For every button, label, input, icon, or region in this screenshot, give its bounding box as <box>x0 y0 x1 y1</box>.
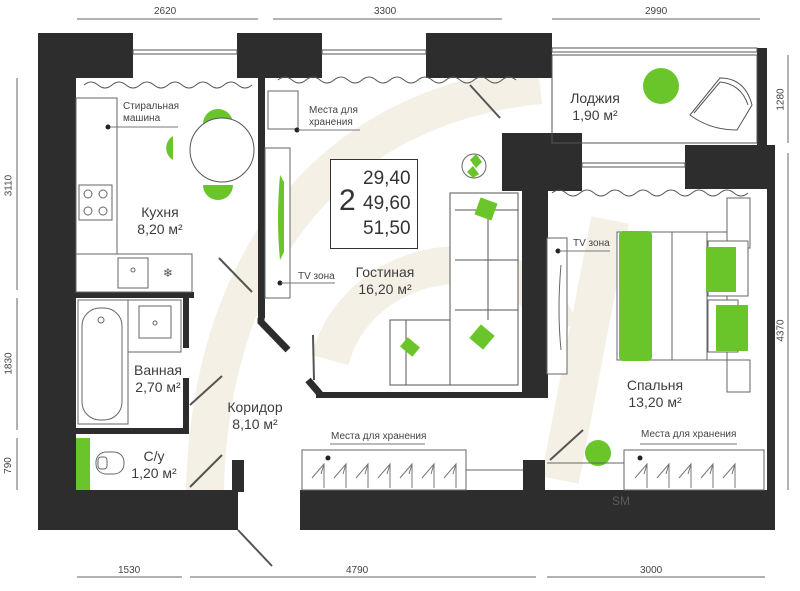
loggia-armchair <box>689 77 753 131</box>
room-wc: С/у 1,20 м² <box>124 448 184 482</box>
dim-left-2: 1830 <box>3 352 15 375</box>
storage-bedroom-label: Места для хранения <box>641 429 737 440</box>
label-line: машина <box>123 113 161 124</box>
room-name: Кухня <box>141 204 179 220</box>
living-area-value: 29,40 <box>363 168 411 189</box>
dim-right-2: 4370 <box>775 319 787 342</box>
room-area: 13,20 м² <box>628 394 682 410</box>
windows <box>132 47 758 168</box>
label-line: Места для <box>309 105 358 116</box>
tv-living <box>278 175 284 260</box>
room-loggia: Лоджия 1,90 м² <box>560 90 630 124</box>
dimension-lines <box>16 18 789 578</box>
room-area: 2,70 м² <box>135 379 181 395</box>
dim-top-2: 3300 <box>374 6 397 17</box>
room-kitchen: Кухня 8,20 м² <box>130 204 190 238</box>
tv-zone-bedroom-label: TV зона <box>573 238 610 249</box>
dim-bottom-3: 3000 <box>640 565 663 576</box>
room-area: 1,20 м² <box>131 465 177 481</box>
diagonal-wall <box>257 318 291 353</box>
area-summary: 29,40 49,60 51,50 <box>363 166 411 241</box>
room-name: Лоджия <box>570 90 620 106</box>
watermark-text: SM <box>612 494 630 508</box>
hangers-corridor <box>311 462 457 488</box>
room-name: С/у <box>143 448 165 464</box>
room-area: 1,90 м² <box>572 107 618 123</box>
wc-accent <box>76 438 90 490</box>
dim-top-3: 2990 <box>645 6 668 17</box>
label-line: Стиральная <box>123 101 180 112</box>
loggia-table <box>643 68 679 104</box>
room-area: 8,10 м² <box>232 416 278 432</box>
kitchen-table <box>166 109 255 200</box>
apartment-info-box <box>330 159 418 249</box>
room-area: 16,20 м² <box>358 281 412 297</box>
dim-top-1: 2620 <box>154 6 177 17</box>
curtains <box>83 76 749 197</box>
room-corridor: Коридор 8,10 м² <box>215 399 295 433</box>
storage-corridor-label: Места для хранения <box>331 431 427 442</box>
plant-icon <box>461 153 487 179</box>
tv-zone-living-label: TV зона <box>298 271 335 282</box>
dim-left-3: 790 <box>2 457 14 474</box>
dim-bottom-2: 4790 <box>346 565 369 576</box>
sofa-pillows <box>400 197 498 357</box>
dim-right-1: 1280 <box>775 88 787 111</box>
washing-machine-label: Стиральная машина <box>123 101 179 125</box>
label-line: хранения <box>309 117 353 128</box>
doors <box>189 84 584 567</box>
rooms-count: 2 <box>339 184 356 217</box>
storage-living-label: Места для хранения <box>309 105 358 129</box>
total-area-with-loggia-value: 51,50 <box>363 218 411 239</box>
room-bathroom: Ванная 2,70 м² <box>128 362 188 396</box>
room-living: Гостиная 16,20 м² <box>340 264 430 298</box>
bed-blanket <box>619 231 652 361</box>
bathroom-fixtures <box>77 299 182 475</box>
room-name: Гостиная <box>355 264 415 280</box>
dim-left-1: 3110 <box>3 174 15 197</box>
room-name: Спальня <box>626 377 684 393</box>
total-area-value: 49,60 <box>363 193 411 214</box>
snowflake-icon: ❄ <box>163 266 173 280</box>
walls <box>38 33 775 530</box>
room-area: 8,20 м² <box>137 221 183 237</box>
room-name: Коридор <box>227 399 283 415</box>
hangers-bedroom <box>634 462 736 488</box>
room-bedroom: Спальня 13,20 м² <box>610 377 700 411</box>
kitchen-counter <box>75 97 193 293</box>
room-name: Ванная <box>134 362 182 378</box>
dim-bottom-1: 1530 <box>118 565 141 576</box>
bedroom-pouf <box>585 440 611 466</box>
